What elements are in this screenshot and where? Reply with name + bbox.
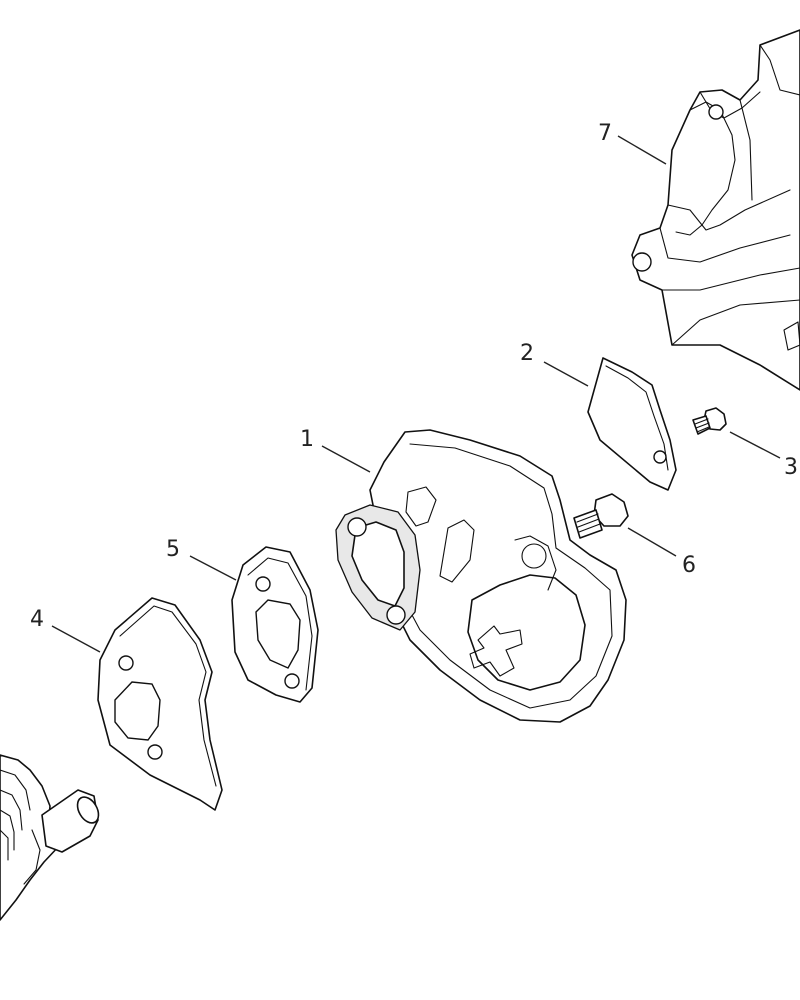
leader-6 bbox=[627, 527, 677, 557]
callout-7: 7 bbox=[598, 121, 612, 146]
callout-6: 6 bbox=[682, 553, 696, 578]
part-7-housing bbox=[631, 29, 800, 391]
callout-4: 4 bbox=[30, 607, 44, 632]
leader-1 bbox=[321, 445, 371, 473]
part-1-muffler bbox=[335, 429, 627, 723]
callout-5: 5 bbox=[166, 537, 180, 562]
leader-2 bbox=[543, 361, 589, 387]
part-2-shield-plate bbox=[587, 357, 677, 491]
part-4-gasket bbox=[97, 597, 223, 811]
leader-4 bbox=[51, 625, 101, 653]
leader-3 bbox=[729, 431, 781, 459]
callout-2: 2 bbox=[520, 341, 534, 366]
callout-3: 3 bbox=[784, 455, 798, 480]
callout-1: 1 bbox=[300, 427, 314, 452]
part-3-small-bolt bbox=[692, 407, 727, 435]
leader-7 bbox=[617, 135, 667, 165]
part-6-bolt bbox=[573, 493, 629, 539]
part-5-gasket bbox=[231, 546, 319, 703]
leader-5 bbox=[189, 555, 237, 581]
engine-cylinder-fragment bbox=[0, 754, 100, 921]
